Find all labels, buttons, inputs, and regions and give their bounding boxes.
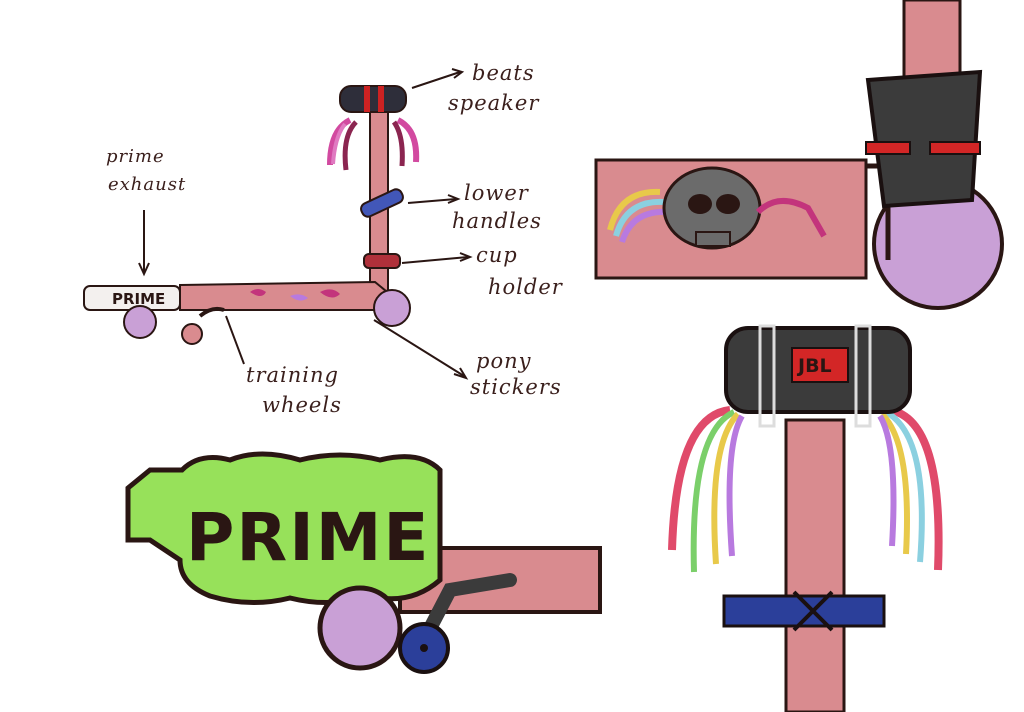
overview-rear-wheel: [123, 305, 157, 339]
label-exhaust: exhaust: [108, 174, 186, 195]
prime-detail-wheel: [317, 585, 403, 671]
prime-logo-large: PRIME: [186, 499, 431, 576]
overview-prime-exhaust: PRIME: [83, 285, 181, 311]
handlebar-tassels: [668, 406, 943, 573]
annotation-labels: beats speaker lower handles cup holder p…: [106, 61, 564, 417]
label-wheels: wheels: [262, 393, 342, 417]
label-beats: beats: [472, 61, 535, 85]
overview-prime-logo: PRIME: [112, 290, 165, 308]
prime-bottle: [125, 451, 443, 605]
overview-speaker: [339, 85, 407, 113]
overview-cup-holder: [363, 253, 401, 269]
label-training: training: [246, 363, 339, 387]
label-speaker: speaker: [448, 91, 540, 115]
label-stickers: stickers: [470, 375, 562, 399]
label-pony: pony: [476, 349, 532, 373]
jbl-logo: JBL: [796, 355, 832, 377]
overview-lower-handles: [360, 188, 404, 218]
overview-front-wheel: [373, 289, 411, 327]
overview-pony-stickers: [250, 289, 340, 301]
jbl-logo-badge: [791, 347, 849, 383]
label-handles: handles: [452, 209, 542, 233]
label-prime: prime: [106, 146, 165, 167]
scooter-overview-sketch: PRIME: [83, 85, 420, 345]
prime-exhaust-detail: PRIME: [125, 451, 602, 674]
label-lower: lower: [464, 181, 530, 205]
annotation-arrows: [138, 68, 473, 380]
overview-training-wheel: [181, 306, 225, 345]
overview-tassels: [327, 117, 420, 171]
overview-deck: [179, 280, 394, 311]
cup-holder-detail: [594, 0, 1004, 310]
label-holder: holder: [488, 275, 564, 299]
pony-skull-sticker: [607, 166, 827, 250]
label-cup: cup: [476, 243, 518, 267]
training-wheel-arm: [417, 573, 517, 647]
speaker-handles-detail: JBL: [668, 324, 943, 712]
jbl-speaker: JBL: [724, 324, 912, 428]
cup-holder: [865, 69, 983, 209]
